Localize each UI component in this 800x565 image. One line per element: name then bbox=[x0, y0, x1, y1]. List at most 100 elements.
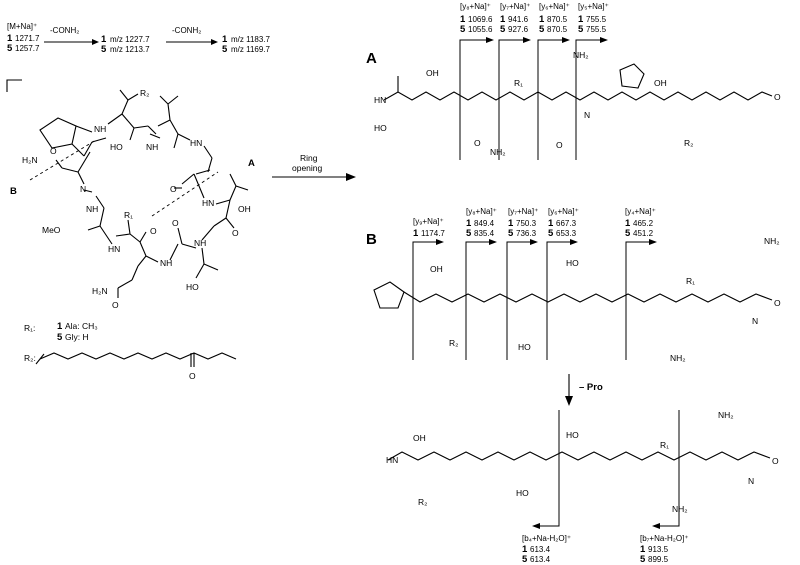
ring-opening-text-2: opening bbox=[292, 163, 323, 173]
a-hn-label: HN bbox=[374, 95, 386, 105]
bottom-ion-0-name: [b₄+Na-H₂O]⁺ bbox=[522, 534, 571, 543]
panel-b-fragment-markers bbox=[412, 239, 657, 360]
b-ho-label-1: HO bbox=[518, 342, 531, 352]
r1-option-5: Gly: H bbox=[65, 332, 89, 342]
r1-label-ring: R₁ bbox=[124, 210, 133, 220]
a-ion-2-name: [y₆+Na]⁺ bbox=[539, 2, 570, 11]
loss2-value-1: m/z 1183.7 bbox=[231, 35, 271, 44]
a-ion-0-name: [y₈+Na]⁺ bbox=[460, 2, 491, 11]
proline-ring bbox=[39, 117, 77, 149]
loss2-label: -CONH₂ bbox=[172, 26, 201, 35]
o-label-2: O bbox=[232, 228, 239, 238]
loss1-value-1: m/z 1227.7 bbox=[110, 35, 150, 44]
svg-text:1: 1 bbox=[508, 218, 514, 229]
a-ion-3-v1: 755.5 bbox=[586, 15, 607, 24]
b-ion-2-v5: 736.3 bbox=[516, 229, 537, 238]
bottom-ion-labels: [b₄+Na-H₂O]⁺ 1 613.4 5 613.4 [b₇+Na-H₂O]… bbox=[522, 534, 689, 565]
svg-text:1: 1 bbox=[640, 544, 646, 555]
bottom-nh2-label-2: NH₂ bbox=[718, 410, 734, 420]
a-o-label-1: O bbox=[474, 138, 481, 148]
svg-text:5: 5 bbox=[625, 228, 631, 239]
b-o-label-1: O bbox=[774, 298, 781, 308]
svg-text:5: 5 bbox=[500, 24, 506, 35]
loss-step-2: -CONH₂ 1 m/z 1183.7 5 m/z 1169.7 bbox=[166, 26, 271, 55]
cyclic-peptide-structure: NH R₂ HO NH HN O HN OH bbox=[10, 88, 255, 310]
b-ion-3-name: [y₆+Na]⁺ bbox=[548, 207, 579, 216]
bottom-ion-0-v5: 613.4 bbox=[530, 555, 551, 564]
loss-step-1: -CONH₂ 1 m/z 1227.7 5 m/z 1213.7 bbox=[44, 26, 150, 55]
svg-text:1: 1 bbox=[625, 218, 631, 229]
svg-text:1: 1 bbox=[413, 228, 419, 239]
r1-c5: 5 bbox=[57, 332, 63, 343]
substituent-legend: R₁: 1 Ala: CH₃ 5 Gly: H R₂: O bbox=[24, 321, 237, 381]
b-oh-label-1: OH bbox=[430, 264, 443, 274]
bottom-o-label-1: O bbox=[772, 456, 779, 466]
r1-option-1: Ala: CH₃ bbox=[65, 321, 98, 331]
bottom-oh-label-1: OH bbox=[413, 433, 426, 443]
parent-value-5: 1257.7 bbox=[15, 44, 40, 53]
svg-text:5: 5 bbox=[640, 554, 646, 565]
o-label-3: O bbox=[172, 218, 179, 228]
b-proline-ring bbox=[373, 281, 405, 309]
b-ion-4-v5: 451.2 bbox=[633, 229, 654, 238]
b-r2-label: R₂ bbox=[449, 338, 458, 348]
r2-legend-label: R₂: bbox=[24, 353, 36, 363]
nh-label-5: NH bbox=[86, 204, 98, 214]
oh-label-1: OH bbox=[238, 204, 251, 214]
bottom-ion-1-v5: 899.5 bbox=[648, 555, 669, 564]
panel-a-label: A bbox=[366, 50, 377, 67]
loss1-c5: 5 bbox=[101, 44, 107, 55]
b-r1-label: R₁ bbox=[686, 276, 695, 286]
o-label-5: O bbox=[150, 226, 157, 236]
loss2-arrowhead bbox=[211, 39, 218, 45]
a-proline-ring bbox=[619, 63, 645, 89]
ring-opening-text-1: Ring bbox=[300, 153, 318, 163]
nh-label-1: NH bbox=[94, 124, 106, 134]
r2-alkyl-chain bbox=[39, 352, 237, 360]
svg-text:1: 1 bbox=[466, 218, 472, 229]
a-ion-0-v5: 1055.6 bbox=[468, 25, 493, 34]
svg-text:5: 5 bbox=[466, 228, 472, 239]
svg-text:1: 1 bbox=[460, 14, 466, 25]
b-ion-2-name: [y₇+Na]⁺ bbox=[508, 207, 538, 216]
bottom-n-label: N bbox=[748, 476, 754, 486]
b-ion-1-v1: 849.4 bbox=[474, 219, 495, 228]
b-ion-0-name: [y₉+Na]⁺ bbox=[413, 217, 444, 226]
a-o-label-2: O bbox=[556, 140, 563, 150]
svg-text:1: 1 bbox=[522, 544, 528, 555]
b-ion-1-v5: 835.4 bbox=[474, 229, 495, 238]
o-label-4: O bbox=[112, 300, 119, 310]
bottom-ion-0-v1: 613.4 bbox=[530, 545, 551, 554]
bottom-fragment-markers bbox=[532, 410, 680, 529]
svg-text:5: 5 bbox=[460, 24, 466, 35]
b-ion-3-v1: 667.3 bbox=[556, 219, 577, 228]
a-oh-label-1: OH bbox=[426, 68, 439, 78]
bottom-peptide-chain: HN OH R₂ HO HO NH₂ R₁ NH₂ O N bbox=[386, 410, 779, 514]
nh-label-2: NH bbox=[146, 142, 158, 152]
loss1-arrowhead bbox=[92, 39, 99, 45]
svg-text:5: 5 bbox=[522, 554, 528, 565]
panel-b-peptide-chain: R₂ OH HO HO NH₂ R₁ NH₂ O N bbox=[373, 236, 781, 363]
cleavage-line-a bbox=[151, 171, 219, 217]
b-ho-label-2: HO bbox=[566, 258, 579, 268]
a-oh-label-2: OH bbox=[654, 78, 667, 88]
a-ion-1-v1: 941.6 bbox=[508, 15, 529, 24]
bracket-mark bbox=[6, 79, 22, 92]
pro-loss-arrow: – Pro bbox=[565, 374, 603, 406]
bottom-nh2-label-1: NH₂ bbox=[672, 504, 688, 514]
ketone-o-label: O bbox=[189, 371, 196, 381]
a-r2-label: R₂ bbox=[684, 138, 693, 148]
b-ion-2-v1: 750.3 bbox=[516, 219, 537, 228]
panel-b-label: B bbox=[366, 231, 377, 248]
parent-ion-block: [M+Na]⁺ 1 1271.7 5 1257.7 bbox=[6, 22, 40, 92]
svg-text:5: 5 bbox=[539, 24, 545, 35]
r2-label-ring: R₂ bbox=[140, 88, 149, 98]
panel-a-peptide-chain: HN HO OH O NH₂ R₁ NH₂ O N OH R₂ O bbox=[374, 50, 781, 157]
svg-text:5: 5 bbox=[508, 228, 514, 239]
a-ion-3-name: [y₅+Na]⁺ bbox=[578, 2, 609, 11]
nh-label-4: NH bbox=[160, 258, 172, 268]
pro-loss-label: – Pro bbox=[579, 382, 603, 393]
svg-text:1: 1 bbox=[548, 218, 554, 229]
a-ho-label-1: HO bbox=[374, 123, 387, 133]
